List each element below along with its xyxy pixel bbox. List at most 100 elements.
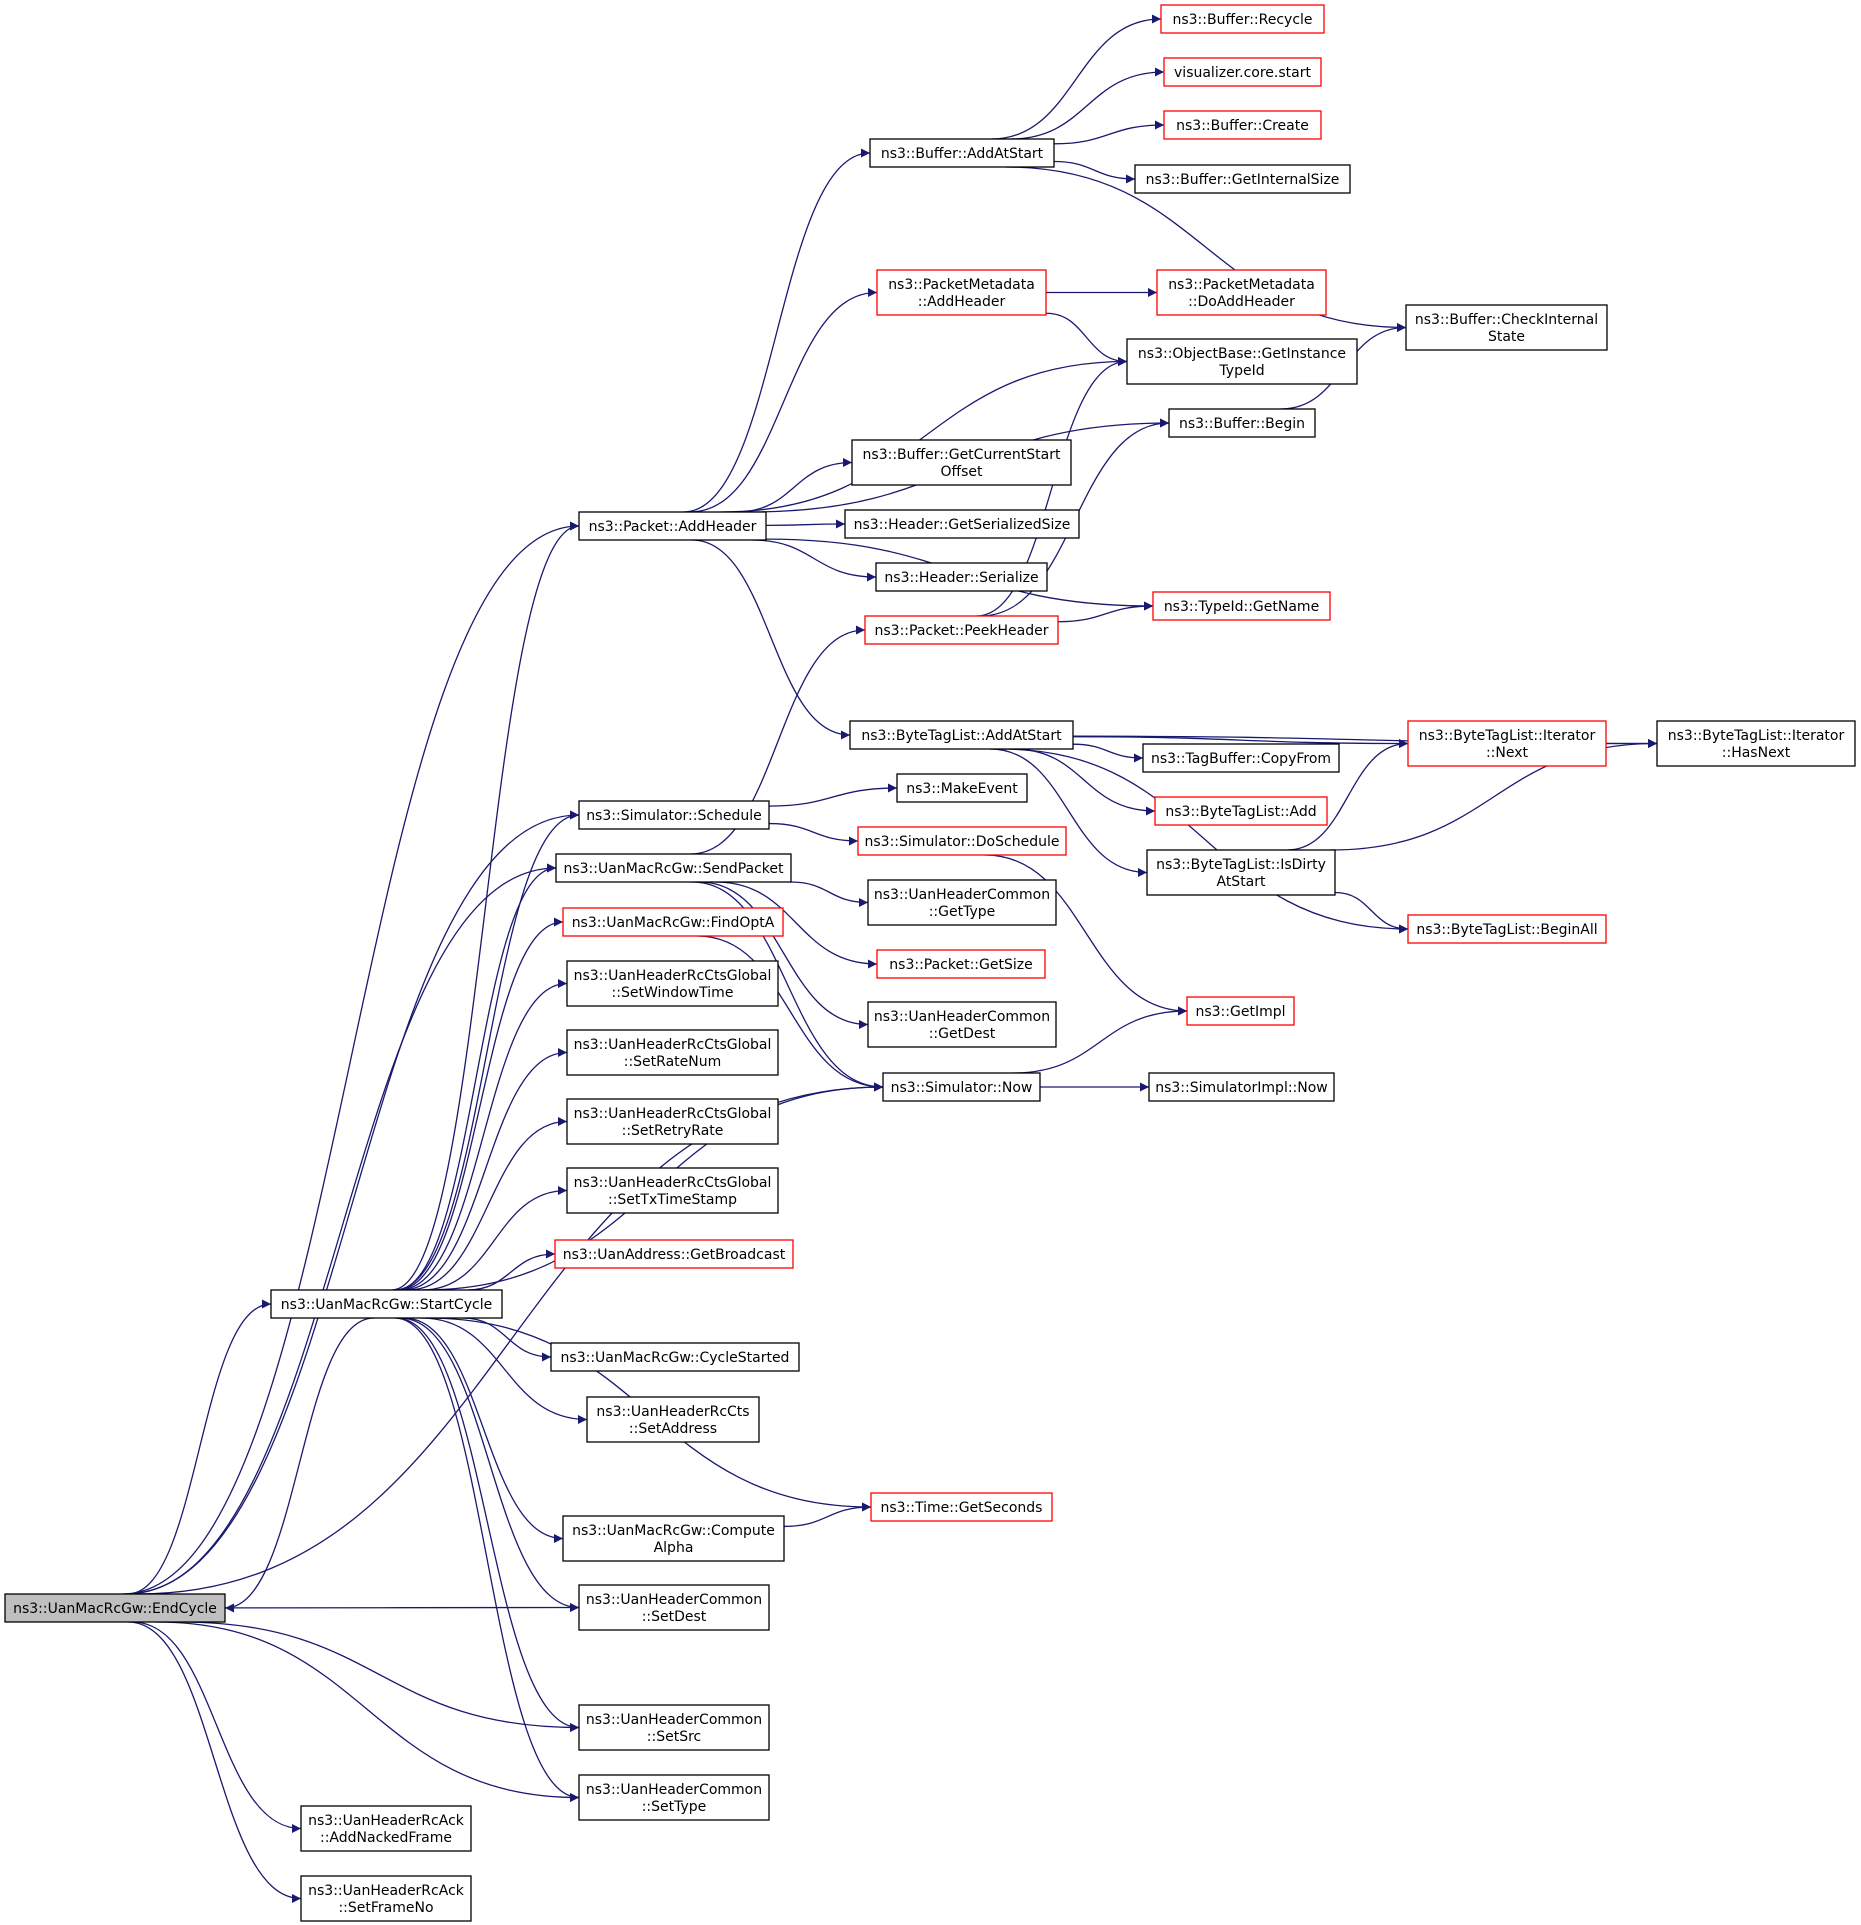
node-label: ns3::Packet::GetSize — [889, 957, 1032, 973]
edge-endcycle-to-set-type — [156, 1621, 580, 1802]
node-label: ns3::Packet::PeekHeader — [875, 623, 1049, 639]
node-box — [578, 1774, 770, 1821]
edges-layer — [122, 14, 1658, 1903]
node-label: ns3::UanHeaderCommon — [586, 1782, 762, 1798]
node-sim-impl-now[interactable]: ns3::SimulatorImpl::Now — [1148, 1072, 1335, 1102]
node-viz-core-start[interactable]: visualizer.core.start — [1163, 57, 1322, 87]
node-label: ns3::PacketMetadata — [1168, 277, 1315, 293]
edge-endcycle-to-schedule — [124, 810, 580, 1595]
node-label: ns3::UanMacRcGw::StartCycle — [281, 1297, 492, 1313]
edge-peek-header-to-type-id-get-name — [1057, 601, 1154, 623]
edge-startcycle-to-get-broadcast — [466, 1249, 556, 1291]
node-set-src[interactable]: ns3::UanHeaderCommon::SetSrc — [578, 1704, 770, 1751]
edge-endcycle-to-set-src — [180, 1621, 580, 1732]
node-label: Offset — [940, 464, 983, 480]
node-box — [867, 879, 1057, 926]
edge-btl-add-at-start-to-tag-buf-copy-from — [1072, 743, 1144, 763]
node-add-nacked[interactable]: ns3::UanHeaderRcAck::AddNackedFrame — [300, 1805, 472, 1852]
node-set-dest[interactable]: ns3::UanHeaderCommon::SetDest — [578, 1584, 770, 1631]
edge-startcycle-to-cycle-started — [462, 1317, 552, 1362]
node-btl-iter-next[interactable]: ns3::ByteTagList::Iterator::Next — [1407, 720, 1607, 767]
node-box — [562, 1515, 785, 1562]
node-set-retry-rate[interactable]: ns3::UanHeaderRcCtsGlobal::SetRetryRate — [566, 1098, 779, 1145]
node-box — [566, 1098, 779, 1145]
node-label: ns3::UanHeaderRcAck — [308, 1813, 465, 1829]
edge-btl-is-dirty-to-btl-iter-next — [1287, 739, 1409, 851]
edge-packet-add-header-to-buf-add-at-start — [683, 148, 871, 513]
node-label: ns3::Packet::AddHeader — [589, 519, 757, 535]
node-get-broadcast[interactable]: ns3::UanAddress::GetBroadcast — [554, 1239, 794, 1269]
node-box — [851, 439, 1072, 486]
node-tag-buf-copy-from[interactable]: ns3::TagBuffer::CopyFrom — [1142, 743, 1340, 773]
node-packet-get-size[interactable]: ns3::Packet::GetSize — [876, 949, 1046, 979]
edge-do-schedule-to-get-impl — [984, 854, 1188, 1016]
node-box — [554, 1239, 794, 1269]
node-sim-now[interactable]: ns3::Simulator::Now — [882, 1072, 1041, 1102]
node-set-type[interactable]: ns3::UanHeaderCommon::SetType — [578, 1774, 770, 1821]
node-common-get-dest[interactable]: ns3::UanHeaderCommon::GetDest — [867, 1001, 1057, 1048]
node-label: ns3::UanMacRcGw::SendPacket — [563, 861, 784, 877]
node-common-get-type[interactable]: ns3::UanHeaderCommon::GetType — [867, 879, 1057, 926]
node-startcycle[interactable]: ns3::UanMacRcGw::StartCycle — [270, 1289, 503, 1319]
node-packet-add-header[interactable]: ns3::Packet::AddHeader — [578, 511, 767, 541]
node-box — [578, 511, 767, 541]
node-buf-create[interactable]: ns3::Buffer::Create — [1163, 110, 1322, 140]
node-label: ns3::ByteTagList::Iterator — [1419, 728, 1596, 744]
edge-send-packet-to-peek-header — [690, 625, 866, 855]
node-cycle-started[interactable]: ns3::UanMacRcGw::CycleStarted — [550, 1342, 800, 1372]
node-time-get-seconds[interactable]: ns3::Time::GetSeconds — [870, 1492, 1053, 1522]
node-box — [1160, 4, 1325, 34]
edge-packet-add-header-to-header-get-ser-size — [765, 519, 846, 529]
node-make-event[interactable]: ns3::MakeEvent — [896, 773, 1028, 803]
node-btl-add[interactable]: ns3::ByteTagList::Add — [1154, 796, 1328, 826]
node-box — [300, 1805, 472, 1852]
node-label: ns3::SimulatorImpl::Now — [1155, 1080, 1328, 1096]
node-send-packet[interactable]: ns3::UanMacRcGw::SendPacket — [555, 853, 792, 883]
node-header-get-ser-size[interactable]: ns3::Header::GetSerializedSize — [844, 509, 1080, 539]
node-buf-add-at-start[interactable]: ns3::Buffer::AddAtStart — [869, 138, 1055, 168]
node-cts-set-address[interactable]: ns3::UanHeaderRcCts::SetAddress — [586, 1396, 760, 1443]
edge-sim-now-to-get-impl — [1012, 1006, 1188, 1074]
edge-buf-add-at-start-to-viz-core-start — [1010, 67, 1165, 140]
edge-endcycle-to-set-frame-no — [128, 1621, 302, 1903]
node-label: ns3::Simulator::Schedule — [586, 808, 762, 824]
node-btl-add-at-start[interactable]: ns3::ByteTagList::AddAtStart — [849, 720, 1074, 750]
node-header-serialize[interactable]: ns3::Header::Serialize — [875, 562, 1048, 592]
node-set-tx-time-stamp[interactable]: ns3::UanHeaderRcCtsGlobal::SetTxTimeStam… — [566, 1167, 779, 1214]
node-pm-add-header[interactable]: ns3::PacketMetadata::AddHeader — [876, 269, 1047, 316]
node-peek-header[interactable]: ns3::Packet::PeekHeader — [864, 615, 1059, 645]
node-do-schedule[interactable]: ns3::Simulator::DoSchedule — [857, 826, 1067, 856]
node-box — [870, 1492, 1053, 1522]
node-label: Alpha — [654, 1540, 694, 1556]
node-btl-begin-all[interactable]: ns3::ByteTagList::BeginAll — [1407, 914, 1607, 944]
node-label: ns3::UanAddress::GetBroadcast — [563, 1247, 786, 1263]
node-get-impl[interactable]: ns3::GetImpl — [1186, 996, 1295, 1026]
node-pm-do-add-header[interactable]: ns3::PacketMetadata::DoAddHeader — [1156, 269, 1327, 316]
node-btl-iter-has-next[interactable]: ns3::ByteTagList::Iterator::HasNext — [1656, 720, 1856, 767]
node-schedule[interactable]: ns3::Simulator::Schedule — [578, 800, 770, 830]
node-box — [1146, 849, 1336, 896]
node-label: ns3::Time::GetSeconds — [881, 1500, 1043, 1516]
edge-packet-add-header-to-pm-add-header — [689, 288, 878, 513]
node-buf-begin[interactable]: ns3::Buffer::Begin — [1168, 408, 1316, 438]
edge-startcycle-to-schedule — [394, 810, 580, 1291]
node-set-frame-no[interactable]: ns3::UanHeaderRcAck::SetFrameNo — [300, 1875, 472, 1922]
node-label: ns3::UanHeaderRcCtsGlobal — [574, 968, 772, 984]
edge-btl-add-at-start-to-btl-is-dirty — [989, 748, 1148, 877]
node-box — [876, 269, 1047, 316]
node-set-rate-num[interactable]: ns3::UanHeaderRcCtsGlobal::SetRateNum — [566, 1029, 779, 1076]
node-box — [857, 826, 1067, 856]
node-type-id-get-name[interactable]: ns3::TypeId::GetName — [1152, 591, 1331, 621]
edge-startcycle-to-set-type — [394, 1317, 580, 1802]
node-buf-recycle[interactable]: ns3::Buffer::Recycle — [1160, 4, 1325, 34]
node-buf-get-internal-size[interactable]: ns3::Buffer::GetInternalSize — [1134, 164, 1351, 194]
node-set-window-time[interactable]: ns3::UanHeaderRcCtsGlobal::SetWindowTime — [566, 960, 779, 1007]
edge-startcycle-to-set-tx-time-stamp — [421, 1186, 568, 1291]
node-box — [1142, 743, 1340, 773]
node-find-opt-a[interactable]: ns3::UanMacRcGw::FindOptA — [562, 907, 784, 937]
